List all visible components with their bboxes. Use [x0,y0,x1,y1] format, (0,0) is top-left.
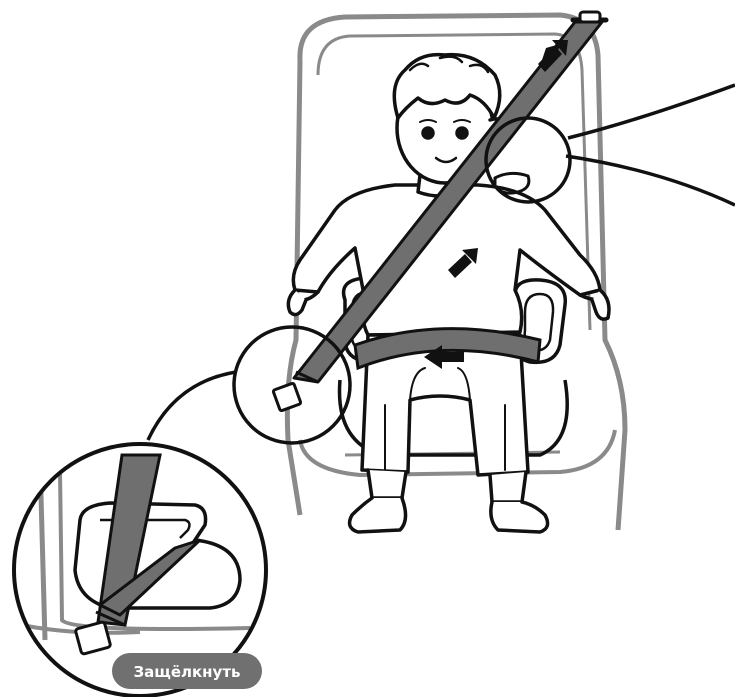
click-callout-label: Защёлкнуть [133,663,240,681]
click-callout-badge: Защёлкнуть [112,653,262,689]
